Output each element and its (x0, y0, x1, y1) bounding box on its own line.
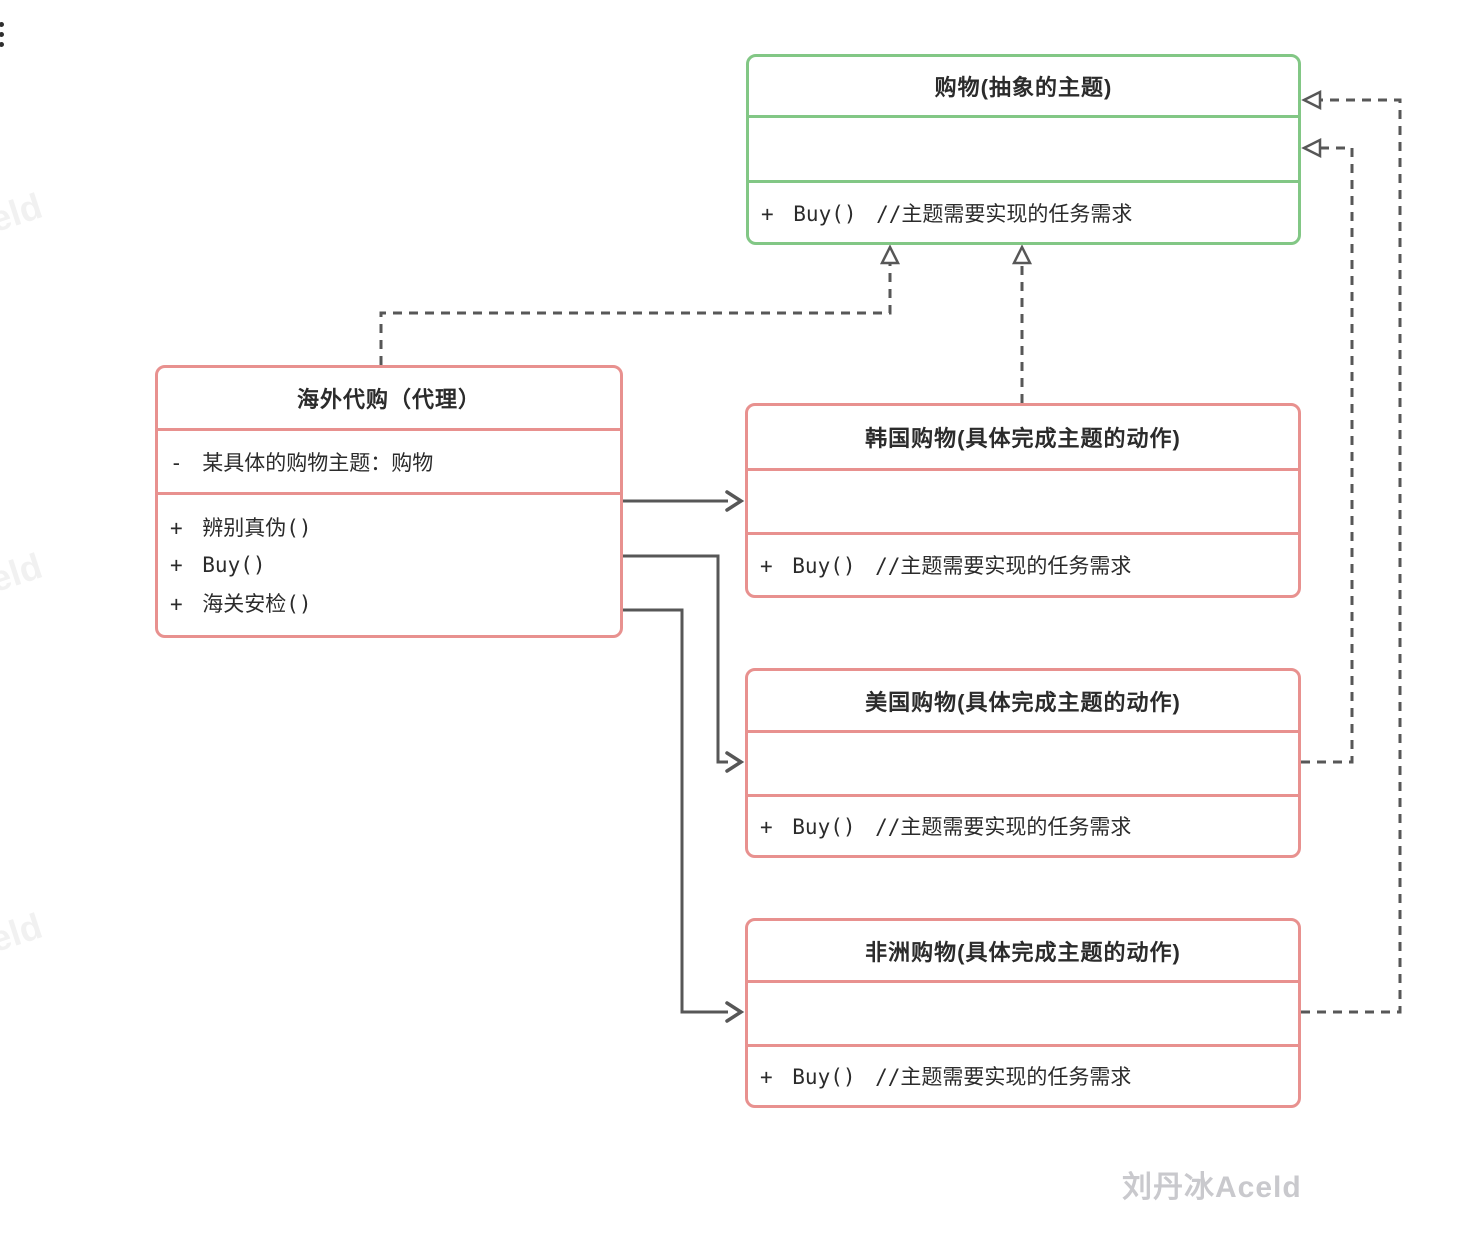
class-attributes-empty (748, 730, 1298, 794)
realization-proxy-to-abstract (379, 264, 892, 365)
arrowhead-usa (725, 751, 745, 773)
method-row: + Buy() (170, 553, 266, 577)
class-title: 韩国购物(具体完成主题的动作) (865, 426, 1181, 451)
realization-usa-to-abstract (1301, 146, 1354, 764)
kebab-dot (0, 22, 4, 27)
class-attributes-empty (748, 980, 1298, 1044)
realization-africa-to-abstract (1301, 98, 1402, 1014)
class-methods: + Buy() //主题需要实现的任务需求 (748, 1044, 1298, 1105)
class-africa-shopping: 非洲购物(具体完成主题的动作) + Buy() //主题需要实现的任务需求 (745, 918, 1301, 1108)
kebab-menu-icon[interactable] (0, 22, 7, 47)
method-row: + 辨别真伪() (170, 516, 312, 540)
hollow-arrowhead-korea (1011, 244, 1033, 265)
class-methods: + Buy() //主题需要实现的任务需求 (748, 532, 1298, 595)
author-watermark: 刘丹冰Aceld (1122, 1171, 1302, 1204)
hollow-arrowhead-africa (1301, 89, 1322, 111)
class-attributes-empty (749, 115, 1298, 180)
class-methods: + Buy() //主题需要实现的任务需求 (748, 794, 1298, 855)
class-title: 非洲购物(具体完成主题的动作) (865, 939, 1181, 965)
class-usa-shopping: 美国购物(具体完成主题的动作) + Buy() //主题需要实现的任务需求 (745, 668, 1301, 858)
method-row: + Buy() //主题需要实现的任务需求 (760, 1065, 1132, 1089)
class-attributes-empty (748, 468, 1298, 532)
class-title: 购物(抽象的主题) (934, 75, 1113, 100)
kebab-dot (0, 42, 4, 47)
class-korea-shopping: 韩国购物(具体完成主题的动作) + Buy() //主题需要实现的任务需求 (745, 403, 1301, 598)
class-attributes: - 某具体的购物主题：购物 (158, 428, 620, 492)
method-row: + 海关安检() (170, 592, 312, 616)
class-abstract-subject: 购物(抽象的主题) + Buy() //主题需要实现的任务需求 (746, 54, 1301, 245)
kebab-dot (0, 32, 4, 37)
hollow-arrowhead-proxy (879, 244, 901, 265)
arrow-proxy-to-africa (623, 608, 728, 1014)
arrowhead-africa (725, 1001, 745, 1023)
attribute-row: - 某具体的购物主题：购物 (170, 450, 434, 475)
class-title: 海外代购（代理） (296, 387, 481, 412)
class-title: 美国购物(具体完成主题的动作) (865, 689, 1181, 715)
method-row: + Buy() //主题需要实现的任务需求 (760, 554, 1132, 578)
class-methods: + Buy() //主题需要实现的任务需求 (749, 180, 1298, 242)
arrowhead-korea (725, 490, 745, 512)
method-row: + Buy() //主题需要实现的任务需求 (761, 201, 1133, 226)
class-proxy: 海外代购（代理） - 某具体的购物主题：购物 + 辨别真伪() + Buy() … (155, 365, 623, 638)
hollow-arrowhead-usa (1301, 137, 1322, 159)
arrow-proxy-to-usa (623, 554, 728, 764)
class-methods: + 辨别真伪() + Buy() + 海关安检() (158, 492, 620, 635)
method-row: + Buy() //主题需要实现的任务需求 (760, 815, 1132, 839)
